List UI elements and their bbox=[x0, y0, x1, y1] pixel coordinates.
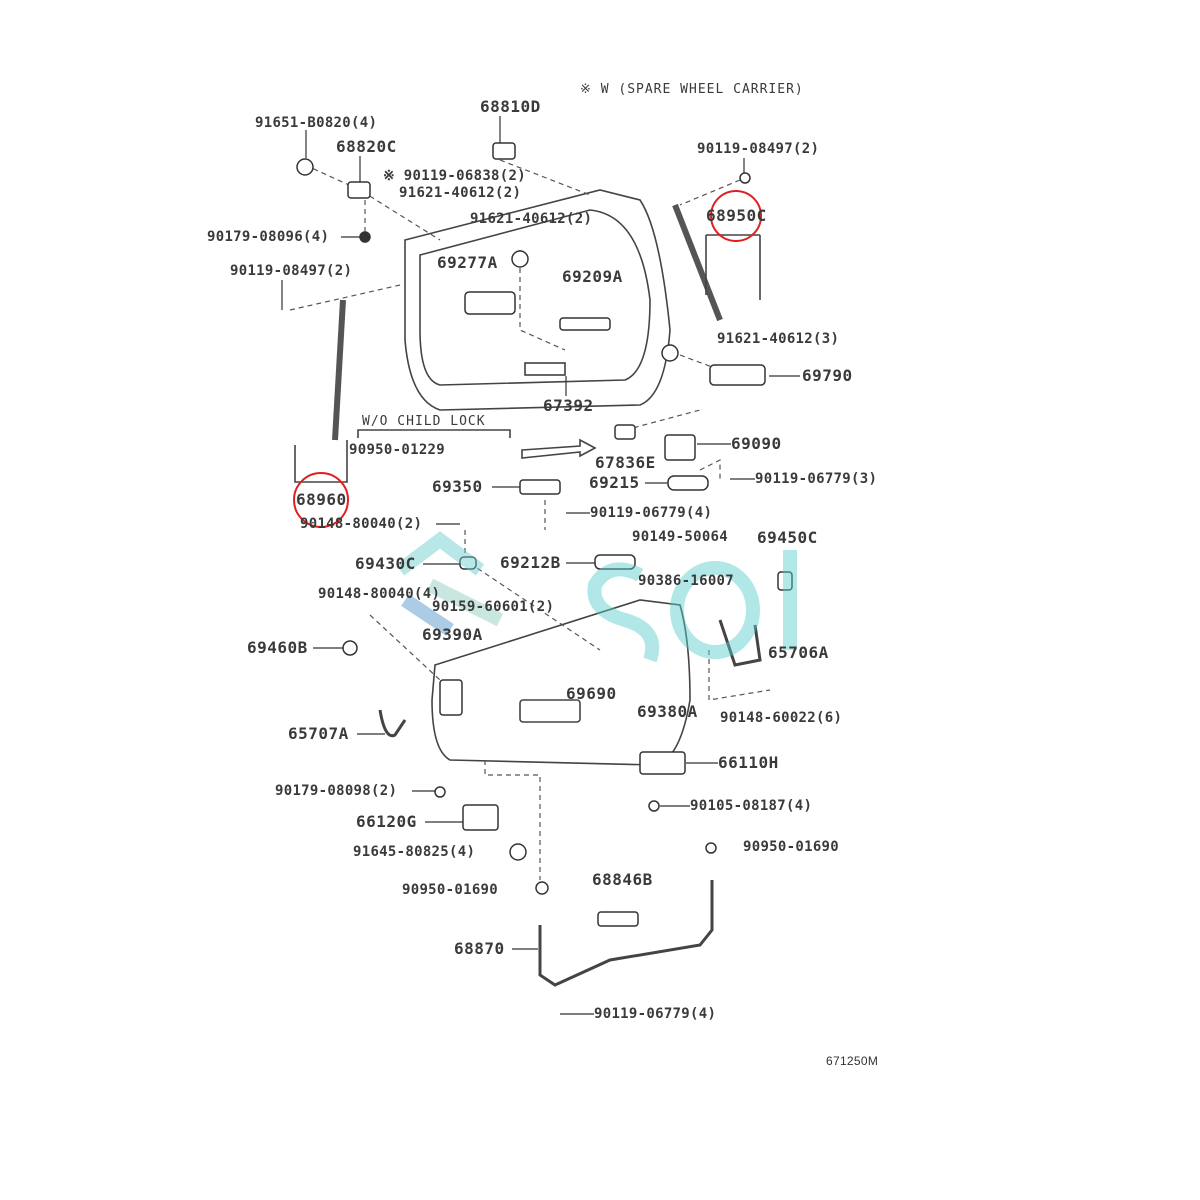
part-label: 69090 bbox=[731, 434, 782, 453]
part-label: 90119-06779(3) bbox=[755, 471, 878, 487]
part-label: 91621-40612(2) bbox=[399, 185, 522, 201]
sol-watermark bbox=[395, 531, 797, 663]
part-label: 91645-80825(4) bbox=[353, 844, 476, 860]
part-label: 90159-60601(2) bbox=[432, 599, 555, 615]
strut-right bbox=[672, 203, 723, 322]
spare-wheel-carrier bbox=[538, 880, 714, 987]
part-label: 68960 bbox=[296, 490, 347, 509]
drawing-code: 671250M bbox=[826, 1054, 879, 1068]
part-label: 90179-08096(4) bbox=[207, 229, 330, 245]
highlight-circle-68960 bbox=[293, 472, 349, 528]
part-label: 69380A bbox=[637, 702, 698, 721]
part-label: 69790 bbox=[802, 366, 853, 385]
part-label: 90950-01690 bbox=[743, 839, 840, 855]
part-label: 90148-60022(6) bbox=[720, 710, 843, 726]
part-label: 69690 bbox=[566, 684, 617, 703]
part-label: 69460B bbox=[247, 638, 308, 657]
part-label: 68810D bbox=[480, 97, 541, 116]
part-label: 69390A bbox=[422, 625, 483, 644]
part-label: 90386-16007 bbox=[638, 573, 735, 589]
part-label: 90179-08098(2) bbox=[275, 783, 398, 799]
part-label: 68870 bbox=[454, 939, 505, 958]
part-label: 69215 bbox=[589, 473, 640, 492]
part-label: 65707A bbox=[288, 724, 349, 743]
highlight-circle-68950c bbox=[710, 190, 762, 242]
part-label: 66120G bbox=[356, 812, 417, 831]
part-label: 67836E bbox=[595, 453, 656, 472]
part-label: 67392 bbox=[543, 396, 594, 415]
part-label: 65706A bbox=[768, 643, 829, 662]
back-door-glass bbox=[419, 209, 651, 386]
part-label: 91621-40612(3) bbox=[717, 331, 840, 347]
part-label: 90950-01229 bbox=[349, 442, 446, 458]
part-label: 69209A bbox=[562, 267, 623, 286]
part-label: 90119-06779(4) bbox=[594, 1006, 717, 1022]
part-label: 69430C bbox=[355, 554, 416, 573]
part-label: 90950-01690 bbox=[402, 882, 499, 898]
part-label: 90148-80040(4) bbox=[318, 586, 441, 602]
part-label: 90119-08497(2) bbox=[697, 141, 820, 157]
part-label: 90149-50064 bbox=[632, 529, 729, 545]
part-label: 66110H bbox=[718, 753, 779, 772]
strut-left bbox=[332, 299, 346, 441]
part-label: 69350 bbox=[432, 477, 483, 496]
part-68810d bbox=[492, 142, 516, 160]
part-label: 90105-08187(4) bbox=[690, 798, 813, 814]
part-label: 69212B bbox=[500, 553, 561, 572]
child-lock-note: W/O CHILD LOCK bbox=[362, 414, 486, 429]
part-label: 69450C bbox=[757, 528, 818, 547]
part-label: 69277A bbox=[437, 253, 498, 272]
part-label: 90119-06779(4) bbox=[590, 505, 713, 521]
part-label: 68846B bbox=[592, 870, 653, 889]
part-label: 90148-80040(2) bbox=[300, 516, 423, 532]
part-label: 91651-B0820(4) bbox=[255, 115, 378, 131]
part-label: ※ 90119-06838(2) bbox=[383, 168, 526, 184]
upper-back-door bbox=[404, 189, 671, 411]
part-label: 68820C bbox=[336, 137, 397, 156]
part-label: 68950C bbox=[706, 206, 767, 225]
part-label: 90119-08497(2) bbox=[230, 263, 353, 279]
lower-back-door bbox=[431, 599, 691, 766]
part-label: 91621-40612(2) bbox=[470, 211, 593, 227]
spare-wheel-carrier-note: ※ W (SPARE WHEEL CARRIER) bbox=[580, 82, 804, 97]
